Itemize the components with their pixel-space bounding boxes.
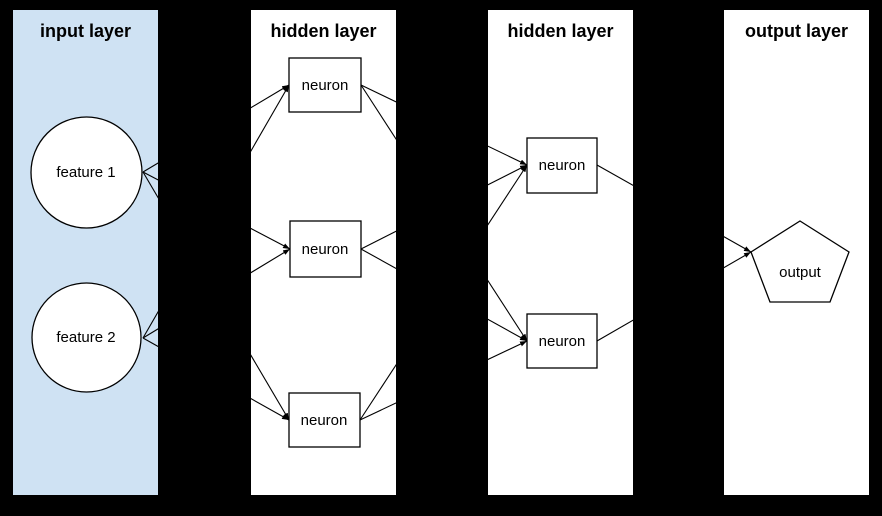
node-label-h2-neuron-2: neuron <box>539 333 586 350</box>
panel-hidden-layer-2 <box>488 10 633 495</box>
node-feature-2 <box>31 282 142 393</box>
edge-feature1-h1-neuron3 <box>142 171 290 421</box>
edge-h1-neuron2-h2-neuron2 <box>360 248 528 342</box>
edge-h1-neuron3-h2-neuron1 <box>359 164 528 421</box>
node-label-h1-neuron-1: neuron <box>302 77 349 94</box>
edge-h1-neuron1-h2-neuron1 <box>360 84 528 166</box>
edge-h2-neuron2-output <box>596 251 752 342</box>
panel-input-layer <box>13 10 158 495</box>
node-hidden1-neuron-2 <box>289 220 362 278</box>
layer-title-output: output layer <box>745 21 848 41</box>
edge-h1-neuron2-h2-neuron1 <box>360 164 528 250</box>
node-label-output: output <box>779 264 822 281</box>
layer-title-input: input layer <box>40 21 131 41</box>
node-label-feature-2: feature 2 <box>56 329 115 346</box>
edge-h2-neuron1-output <box>596 164 752 253</box>
edge-feature1-h1-neuron1 <box>142 84 290 173</box>
node-label-h2-neuron-1: neuron <box>539 157 586 174</box>
edge-h1-neuron3-h2-neuron2 <box>359 340 528 421</box>
node-feature-1 <box>30 116 143 229</box>
node-hidden1-neuron-3 <box>288 392 361 448</box>
node-hidden2-neuron-1 <box>526 137 598 194</box>
edge-feature2-h1-neuron1 <box>142 84 290 339</box>
node-label-feature-1: feature 1 <box>56 164 115 181</box>
node-label-h1-neuron-3: neuron <box>301 412 348 429</box>
node-label-h1-neuron-2: neuron <box>302 241 349 258</box>
layer-title-hidden-1: hidden layer <box>270 21 376 41</box>
node-hidden2-neuron-2 <box>526 313 598 369</box>
layer-title-hidden-2: hidden layer <box>507 21 613 41</box>
node-hidden1-neuron-1 <box>288 57 362 113</box>
edge-feature2-h1-neuron2 <box>142 248 291 339</box>
node-output-pentagon <box>750 220 850 303</box>
edge-h1-neuron1-h2-neuron2 <box>360 84 528 342</box>
edge-feature2-h1-neuron3 <box>142 337 290 421</box>
